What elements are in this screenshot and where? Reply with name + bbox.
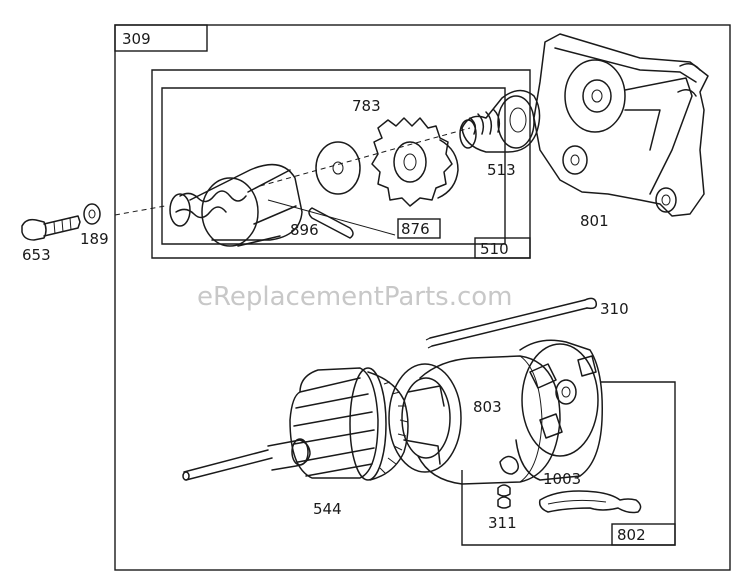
drive-end-cap-801 — [533, 33, 709, 217]
label-box-309 — [114, 24, 208, 52]
armature-544 — [182, 367, 409, 481]
part-label-802: 802 — [617, 526, 646, 544]
label-box-802 — [611, 523, 676, 546]
assembly-axis-line — [114, 205, 166, 216]
part-label-311: 311 — [488, 514, 517, 532]
part-label-309: 309 — [122, 30, 151, 48]
part-label-896: 896 — [290, 221, 319, 239]
motor-housing-803 — [388, 355, 561, 485]
part-label-653: 653 — [22, 246, 51, 264]
pinion-gear-783 — [371, 117, 459, 207]
label-box-876 — [397, 218, 441, 239]
spring-clip-1003 — [538, 490, 642, 514]
bolt-653 — [21, 215, 81, 241]
part-label-783: 783 — [352, 97, 381, 115]
watermark-text: eReplacementParts.com — [197, 282, 513, 312]
part-label-803: 803 — [473, 398, 502, 416]
part-label-310: 310 — [600, 300, 629, 318]
drive-cup-896 — [169, 163, 303, 247]
part-label-510: 510 — [480, 240, 509, 258]
part-label-1003: 1003 — [543, 470, 581, 488]
label-box-510 — [474, 237, 531, 259]
outer-assembly-frame — [114, 24, 731, 571]
through-bolt-310 — [425, 297, 598, 349]
part-label-513: 513 — [487, 161, 516, 179]
thrust-washer — [315, 141, 361, 195]
part-label-801: 801 — [580, 212, 609, 230]
part-label-876: 876 — [401, 220, 430, 238]
washer-189 — [83, 203, 101, 225]
brush-end-plate — [499, 339, 603, 481]
clutch-513 — [459, 89, 541, 153]
drive-inner-frame — [161, 87, 506, 245]
part-label-189: 189 — [80, 230, 109, 248]
part-label-544: 544 — [313, 500, 342, 518]
screws-311 — [497, 484, 511, 509]
